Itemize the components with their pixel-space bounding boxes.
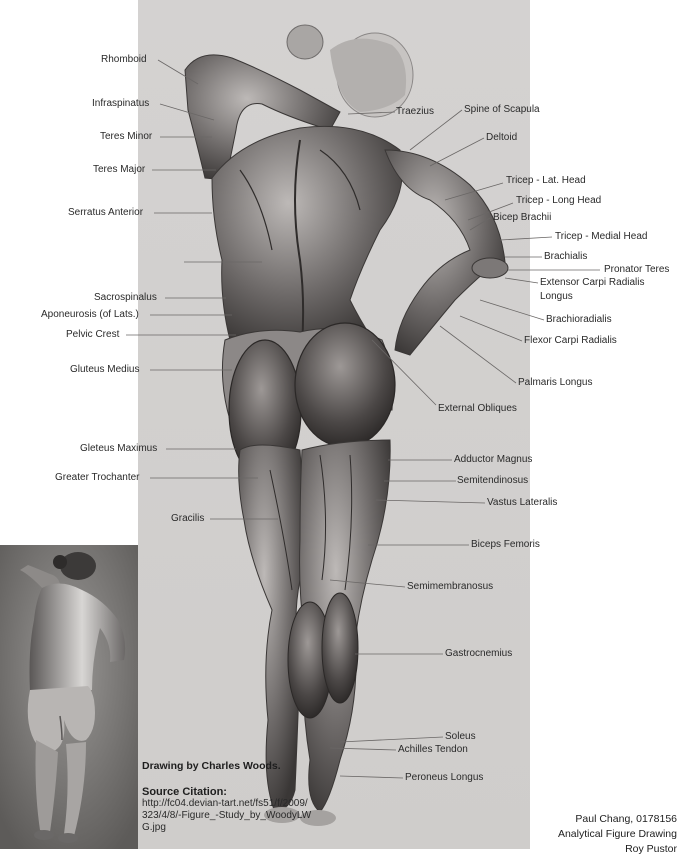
label-external-obliques: External Obliques <box>438 403 517 414</box>
label-sacrospinalus: Sacrospinalus <box>94 292 157 303</box>
label-soleus: Soleus <box>445 731 476 742</box>
label-brachioradialis: Brachioradialis <box>546 314 612 325</box>
label-gleteus-maximus: Gleteus Maximus <box>80 443 158 454</box>
label-extensor-carpi-line2: Longus <box>540 291 573 302</box>
label-aponeurosis: Aponeurosis (of Lats.) <box>41 309 139 320</box>
label-semimembranosus: Semimembranosus <box>407 581 494 592</box>
label-deltoid: Deltoid <box>486 132 518 143</box>
label-serratus-anterior: Serratus Anterior <box>68 207 144 218</box>
course-name: Analytical Figure Drawing <box>557 828 677 840</box>
reference-photo <box>0 545 138 849</box>
label-gastrocnemius: Gastrocnemius <box>445 648 513 659</box>
label-spine-of-scapula: Spine of Scapula <box>464 104 540 115</box>
label-teres-minor: Teres Minor <box>100 131 153 142</box>
label-flexor-carpi-radialis: Flexor Carpi Radialis <box>524 335 617 346</box>
citation-text: http://fc04.devian-tart.net/fs51/f/2009/… <box>142 798 312 833</box>
label-semitendinosus: Semitendinosus <box>457 475 529 486</box>
citation-heading: Source Citation: <box>142 786 227 798</box>
label-tricep-lat-head: Tricep - Lat. Head <box>506 175 586 186</box>
instructor-name: Roy Pustor <box>625 843 677 855</box>
label-greater-trochanter: Greater Trochanter <box>55 472 140 483</box>
label-pronator-teres: Pronator Teres <box>604 264 670 275</box>
label-biceps-femoris: Biceps Femoris <box>471 539 540 550</box>
label-brachialis: Brachialis <box>544 251 588 262</box>
label-vastus-lateralis: Vastus Lateralis <box>487 497 558 508</box>
label-peroneus-longus: Peroneus Longus <box>405 772 484 783</box>
author-block: Paul Chang, 0178156 Analytical Figure Dr… <box>520 812 677 857</box>
label-achilles-tendon: Achilles Tendon <box>398 744 468 755</box>
muscle-figure <box>184 24 509 826</box>
label-traezius: Traezius <box>396 106 434 117</box>
label-rhomboid: Rhomboid <box>101 54 147 65</box>
label-tricep-long-head: Tricep - Long Head <box>516 195 602 206</box>
label-adductor-magnus: Adductor Magnus <box>454 454 533 465</box>
label-bicep-brachii: Bicep Brachii <box>493 212 552 223</box>
leader-lines <box>126 59 600 779</box>
label-tricep-medial-head: Tricep - Medial Head <box>555 231 648 242</box>
author-name: Paul Chang, 0178156 <box>575 813 677 825</box>
label-gracilis: Gracilis <box>171 513 205 524</box>
label-extensor-carpi-line1: Extensor Carpi Radialis <box>540 277 645 288</box>
label-teres-major: Teres Major <box>93 164 146 175</box>
drawing-credit: Drawing by Charles Woods. <box>142 760 281 772</box>
label-palmaris-longus: Palmaris Longus <box>518 377 593 388</box>
label-gluteus-medius: Gluteus Medius <box>70 364 140 375</box>
label-pelvic-crest: Pelvic Crest <box>66 329 120 340</box>
label-infraspinatus: Infraspinatus <box>92 98 150 109</box>
